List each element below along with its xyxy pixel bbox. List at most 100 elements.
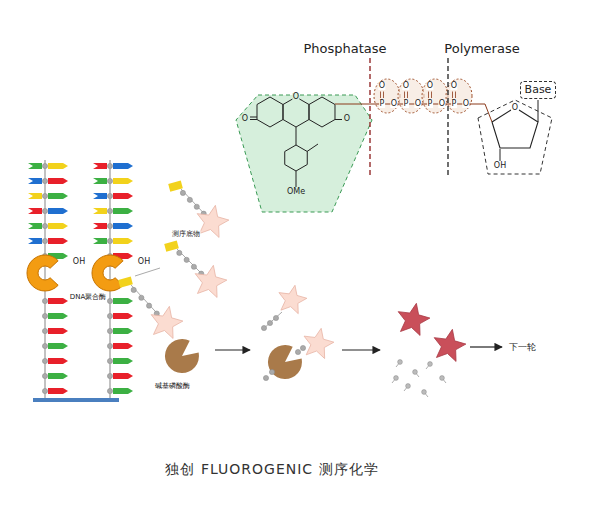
phosphate-bead — [107, 208, 112, 213]
process-arrow — [215, 349, 250, 350]
phosphate-bead — [269, 369, 274, 374]
fluorophore-star — [304, 328, 334, 358]
base-rung — [113, 223, 133, 229]
stroke — [492, 110, 538, 148]
phosphate-bead — [267, 320, 272, 325]
label: O — [241, 115, 248, 123]
base-rung — [48, 163, 68, 169]
stroke — [309, 97, 335, 127]
phosphate-bead — [146, 303, 151, 308]
stroke — [500, 149, 501, 161]
phosphate-unit — [422, 79, 448, 113]
base-rung — [48, 343, 68, 349]
base-rung — [48, 193, 68, 199]
label: O — [378, 82, 385, 90]
label: OH — [137, 258, 150, 266]
label: DNA聚合酶 — [69, 294, 106, 301]
label: P — [403, 100, 409, 108]
base-tag — [118, 277, 133, 288]
phosphate-bead — [42, 238, 47, 243]
dna-polymerase — [27, 255, 58, 291]
phosphate-bead — [107, 373, 112, 378]
phosphate-bead — [422, 390, 427, 395]
label: O — [438, 100, 445, 108]
stroke — [380, 92, 381, 99]
base-rung — [28, 208, 42, 214]
stroke — [307, 144, 318, 152]
phosphate-bead — [107, 343, 112, 348]
label: 测序底物 — [172, 231, 201, 238]
fluorophore-star — [279, 285, 307, 313]
base-rung — [113, 343, 133, 349]
base-rung — [28, 238, 42, 244]
label: OH — [72, 258, 85, 266]
base-rung — [113, 373, 133, 379]
phosphate-bead — [107, 388, 112, 393]
stroke — [452, 92, 453, 99]
label: Phosphatase — [303, 42, 387, 55]
base-rung — [28, 223, 42, 229]
base-rung — [48, 223, 68, 229]
stroke — [250, 117, 257, 118]
label: P — [427, 100, 433, 108]
phosphate-bead — [107, 238, 112, 243]
polymerase-cut — [447, 58, 448, 175]
fluorophore-star — [195, 265, 227, 297]
base-rung — [113, 208, 133, 214]
dna-polymerase — [92, 255, 123, 291]
phosphate-bead — [273, 315, 278, 320]
phosphate-bead — [191, 264, 196, 269]
base-rung — [48, 373, 68, 379]
caption: 独创 FLUOROGENIC 测序化学 — [165, 461, 378, 479]
phosphate-unit — [398, 79, 424, 113]
stroke — [250, 119, 257, 120]
phosphate-bead — [139, 295, 144, 300]
base-rung — [28, 163, 42, 169]
base-rung — [113, 298, 133, 304]
stroke — [257, 97, 283, 127]
label: O — [390, 100, 397, 108]
phosphate-bead — [107, 328, 112, 333]
phosphate-bead — [107, 223, 112, 228]
phosphate-bead — [263, 375, 268, 380]
base-rung — [113, 163, 133, 169]
label: O — [450, 82, 457, 90]
fluorophore-star — [151, 306, 183, 338]
base-rung — [113, 358, 133, 364]
base-rung — [48, 328, 68, 334]
label: O — [462, 100, 469, 108]
base-rung — [113, 313, 133, 319]
phosphate-bead — [131, 287, 136, 292]
base-rung — [93, 178, 107, 184]
base-rung — [93, 223, 107, 229]
stroke — [407, 92, 408, 99]
phosphate-bead — [107, 298, 112, 303]
stroke — [262, 312, 282, 330]
phosphate-bead — [300, 345, 305, 350]
phosphate-bead — [42, 328, 47, 333]
process-arrow — [342, 349, 380, 350]
phosphate-bead — [295, 349, 300, 354]
stroke — [428, 92, 429, 99]
phosphate-bead — [187, 197, 192, 202]
phosphate-bead — [107, 358, 112, 363]
phosphate-bead — [42, 373, 47, 378]
base-tag — [164, 241, 179, 252]
base-rung — [113, 388, 133, 394]
base-rung — [93, 193, 107, 199]
stroke — [335, 119, 342, 120]
base-rung — [48, 358, 68, 364]
phosphate-bead — [180, 190, 185, 195]
base-rung — [113, 238, 133, 244]
phosphate-bead — [42, 313, 47, 318]
phosphate-bead — [42, 343, 47, 348]
phosphate-bead — [394, 376, 399, 381]
label: 碱基磷酸酶 — [154, 383, 190, 390]
stroke — [404, 92, 405, 99]
base-rung — [48, 388, 68, 394]
phosphate-bead — [184, 257, 189, 262]
phosphate-bead — [42, 223, 47, 228]
base-rung — [48, 178, 68, 184]
base-rung — [48, 208, 68, 214]
